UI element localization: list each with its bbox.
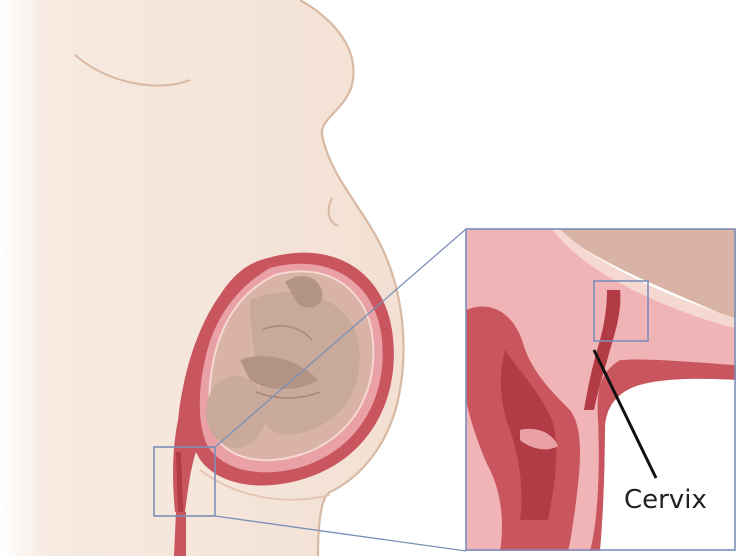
cervix-canal [178,452,181,512]
inset-view: Cervix [466,229,736,551]
vaginal-canal [174,512,186,556]
cervix-label: Cervix [624,485,707,515]
fetus-head [206,376,266,448]
